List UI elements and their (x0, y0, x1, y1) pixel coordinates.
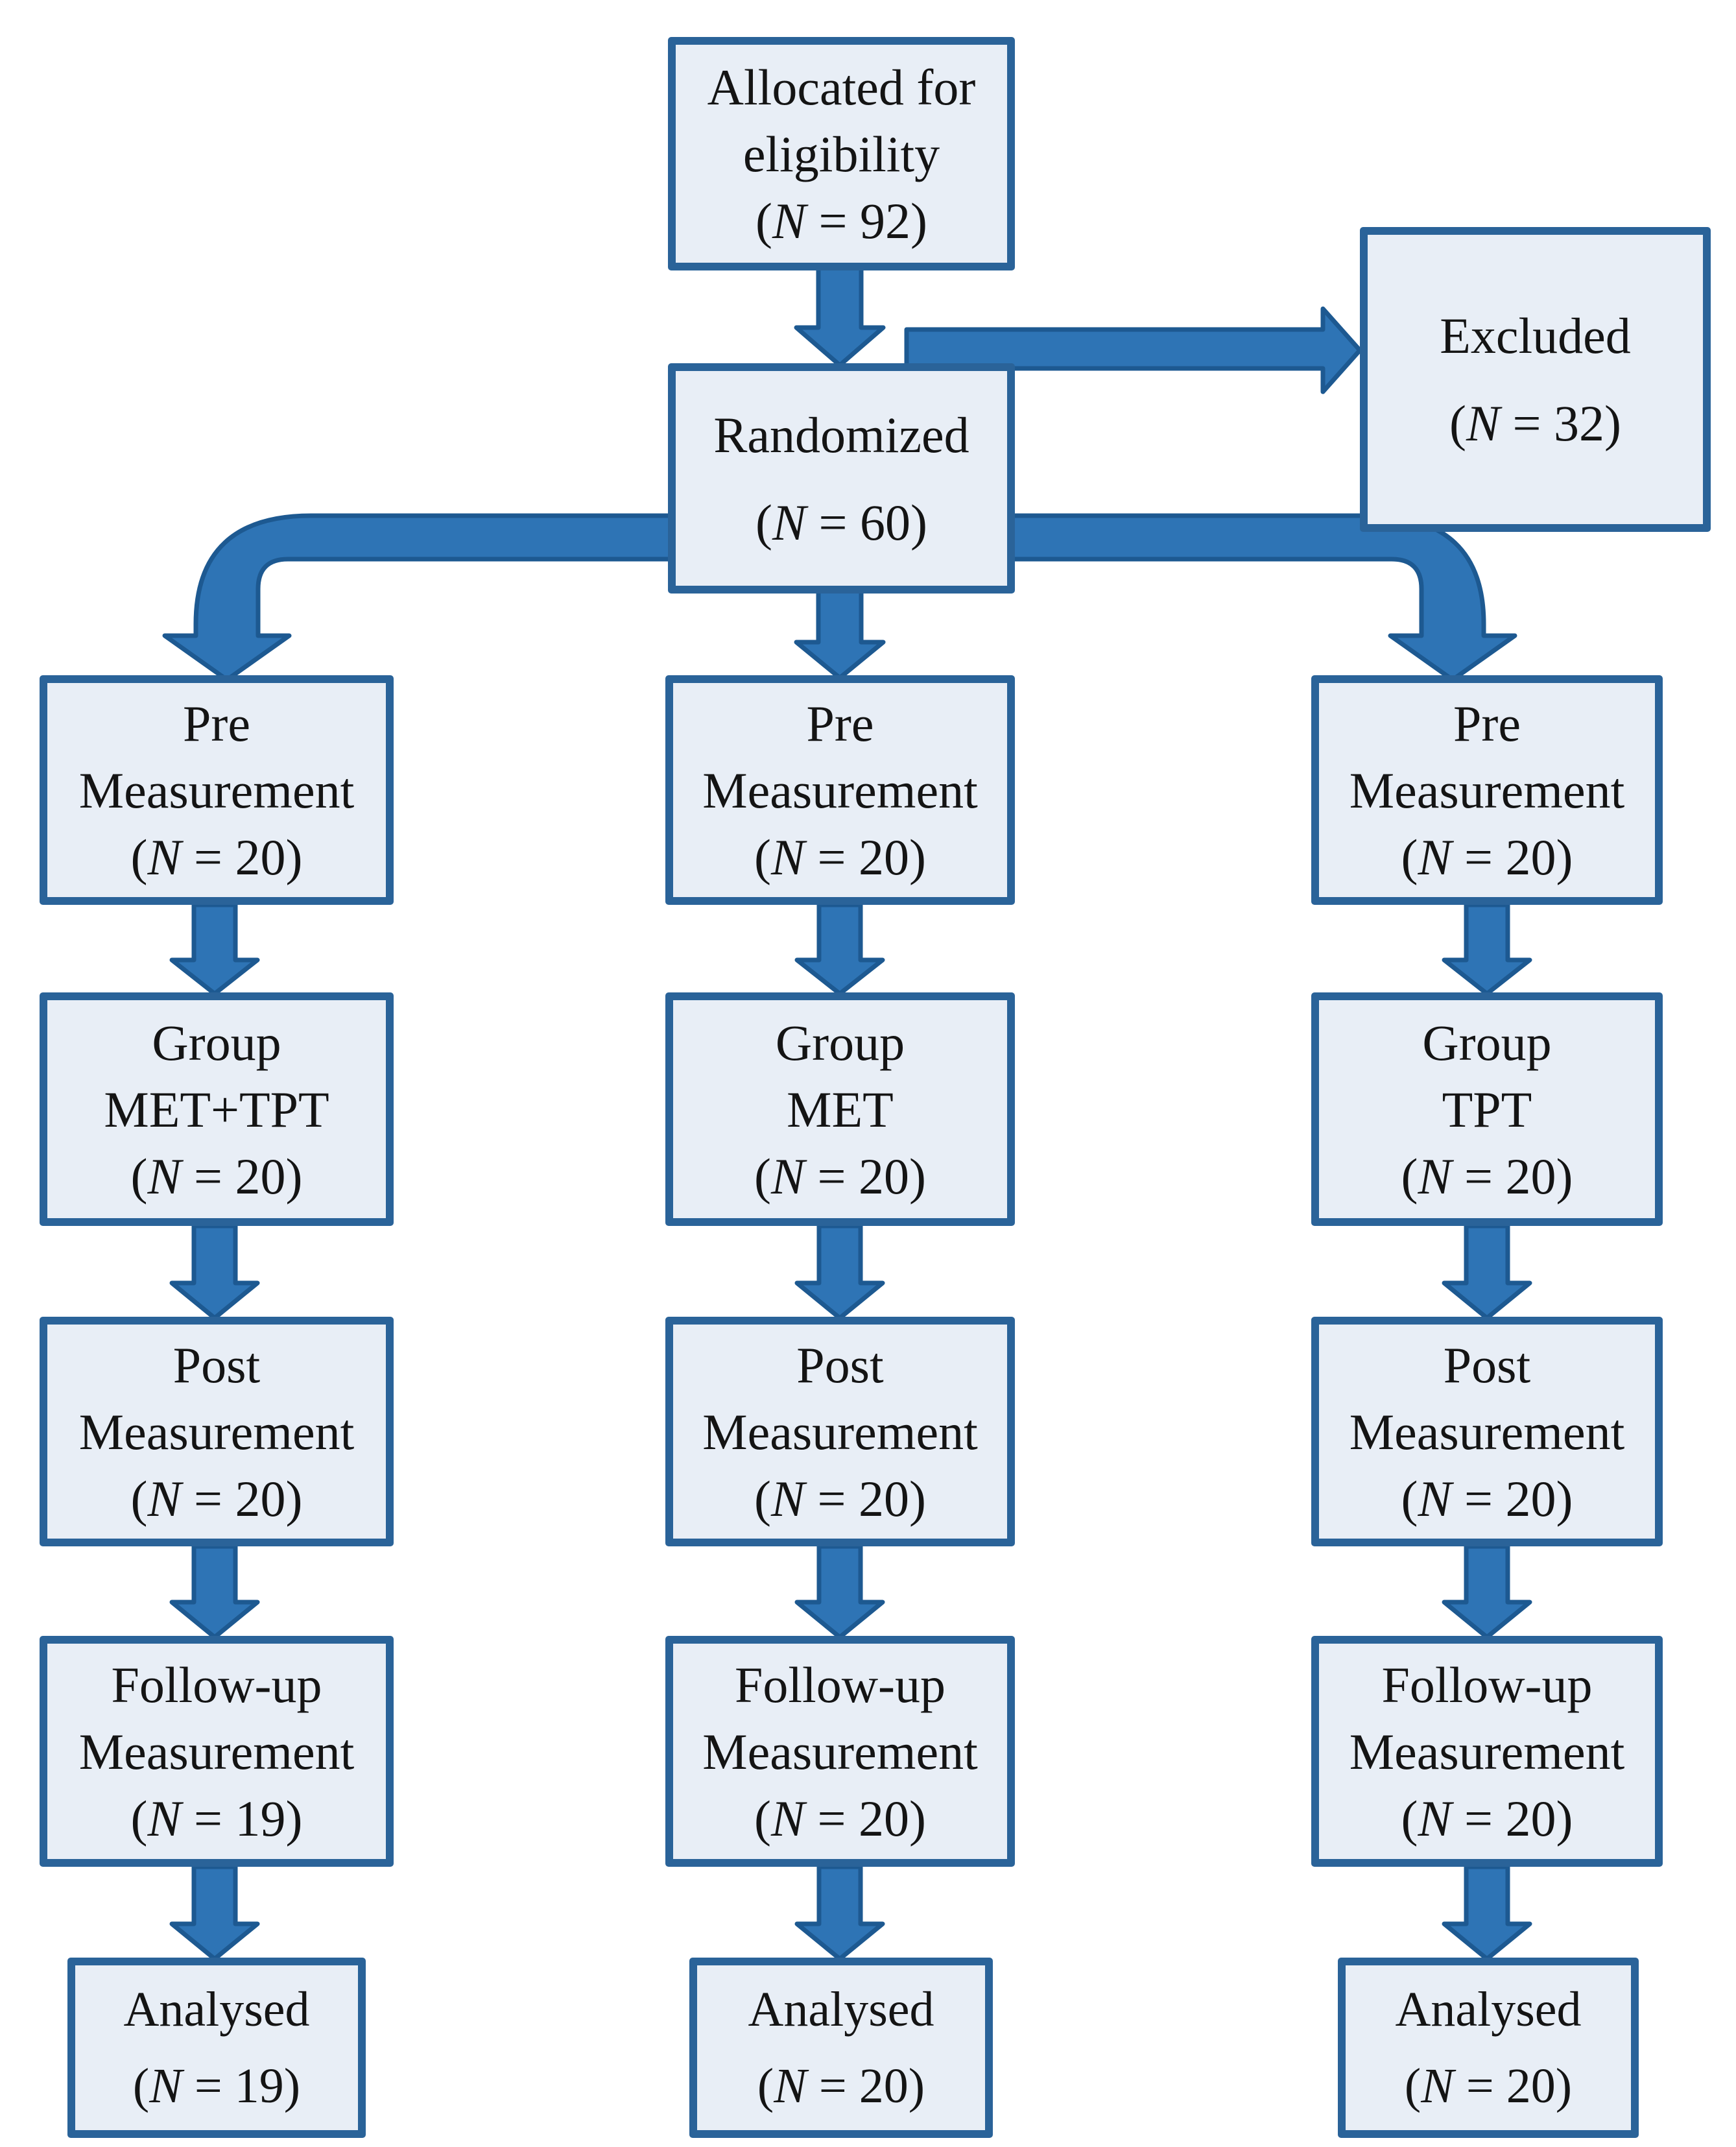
box-randomized: Randomized (N = 60) (668, 363, 1015, 594)
box-followup-measurement-met-tpt: Follow-up Measurement (N = 19) (40, 1636, 394, 1867)
arrow-followup-to-analysed-met-tpt (169, 1864, 260, 1961)
arrow-followup-to-analysed-met (794, 1864, 885, 1961)
box-followup-measurement-tpt: Follow-up Measurement (N = 20) (1311, 1636, 1663, 1867)
box-label: Group (775, 1014, 905, 1071)
box-analysed-met-tpt: Analysed (N = 19) (67, 1958, 366, 2138)
box-label: Measurement (702, 762, 978, 819)
box-n: (N = 20) (1401, 1790, 1573, 1847)
arrow-group-to-post-met-tpt (169, 1223, 260, 1321)
arrow-pre-to-group-tpt (1442, 902, 1532, 996)
arrow-followup-to-analysed-tpt (1442, 1864, 1532, 1961)
box-label: Post (1443, 1336, 1531, 1393)
arrow-post-to-followup-met-tpt (169, 1544, 260, 1640)
box-allocated-label-1: Allocated for (707, 58, 976, 115)
box-group-met-tpt: Group MET+TPT (N = 20) (40, 992, 394, 1226)
box-label: Measurement (78, 762, 355, 819)
box-label: MET (787, 1081, 894, 1138)
box-allocated: Allocated for eligibility (N = 92) (668, 37, 1015, 270)
box-label: Analysed (123, 1982, 310, 2037)
box-label: Follow-up (734, 1656, 946, 1713)
arrow-post-to-followup-tpt (1442, 1544, 1532, 1640)
box-n: (N = 19) (130, 1790, 303, 1847)
box-n: (N = 20) (130, 1470, 303, 1527)
box-label: Measurement (1349, 1403, 1625, 1460)
box-label: Analysed (1395, 1982, 1582, 2037)
box-excluded-n: (N = 32) (1449, 395, 1621, 451)
box-label: Pre (183, 695, 250, 752)
arrow-pre-to-group-met (794, 902, 885, 996)
box-n: (N = 20) (1404, 2059, 1573, 2113)
arrow-group-to-post-tpt (1442, 1223, 1532, 1321)
arrow-randomized-to-pre-met (794, 588, 886, 680)
box-n: (N = 20) (757, 2059, 925, 2113)
box-label: Measurement (1349, 762, 1625, 819)
box-label: Measurement (78, 1723, 355, 1780)
box-pre-measurement-tpt: Pre Measurement (N = 20) (1311, 675, 1663, 905)
box-n: (N = 20) (1401, 828, 1573, 885)
box-analysed-met: Analysed (N = 20) (689, 1958, 993, 2138)
box-post-measurement-tpt: Post Measurement (N = 20) (1311, 1317, 1663, 1546)
box-n: (N = 20) (130, 1147, 303, 1205)
box-randomized-n: (N = 60) (755, 494, 927, 551)
box-label: Measurement (702, 1723, 978, 1780)
box-n: (N = 20) (1401, 1470, 1573, 1527)
box-followup-measurement-met: Follow-up Measurement (N = 20) (665, 1636, 1015, 1867)
box-label: Group (152, 1014, 281, 1071)
box-label: Follow-up (111, 1656, 322, 1713)
box-n: (N = 20) (130, 828, 303, 885)
box-label: MET+TPT (104, 1081, 329, 1138)
box-post-measurement-met-tpt: Post Measurement (N = 20) (40, 1317, 394, 1546)
box-group-met: Group MET (N = 20) (665, 992, 1015, 1226)
box-label: Measurement (1349, 1723, 1625, 1780)
box-n: (N = 19) (132, 2059, 301, 2113)
box-label: Analysed (748, 1982, 934, 2037)
box-allocated-label-2: eligibility (743, 125, 940, 182)
box-label: TPT (1442, 1081, 1532, 1138)
box-label: Follow-up (1381, 1656, 1593, 1713)
box-label: Pre (806, 695, 874, 752)
box-analysed-tpt: Analysed (N = 20) (1338, 1958, 1639, 2138)
box-label: Pre (1453, 695, 1521, 752)
box-randomized-label: Randomized (713, 406, 969, 463)
box-label: Post (172, 1336, 261, 1393)
box-label: Group (1422, 1014, 1552, 1071)
box-label: Measurement (78, 1403, 355, 1460)
box-group-tpt: Group TPT (N = 20) (1311, 992, 1663, 1226)
box-label: Post (796, 1336, 884, 1393)
box-n: (N = 20) (754, 1790, 926, 1847)
box-pre-measurement-met: Pre Measurement (N = 20) (665, 675, 1015, 905)
arrow-randomized-to-pre-met-tpt (162, 513, 677, 682)
box-label: Measurement (702, 1403, 978, 1460)
arrow-pre-to-group-met-tpt (169, 902, 260, 996)
arrow-randomized-to-pre-tpt (1006, 513, 1517, 682)
box-post-measurement-met: Post Measurement (N = 20) (665, 1317, 1015, 1546)
box-excluded: Excluded (N = 32) (1360, 227, 1711, 532)
box-allocated-n: (N = 92) (755, 192, 927, 249)
box-n: (N = 20) (754, 1470, 926, 1527)
arrow-group-to-post-met (794, 1223, 885, 1321)
box-n: (N = 20) (1401, 1147, 1573, 1205)
box-pre-measurement-met-tpt: Pre Measurement (N = 20) (40, 675, 394, 905)
box-n: (N = 20) (754, 1147, 926, 1205)
arrow-post-to-followup-met (794, 1544, 885, 1640)
box-excluded-label: Excluded (1440, 307, 1631, 364)
arrow-allocated-to-randomized (794, 263, 886, 368)
box-n: (N = 20) (754, 828, 926, 885)
